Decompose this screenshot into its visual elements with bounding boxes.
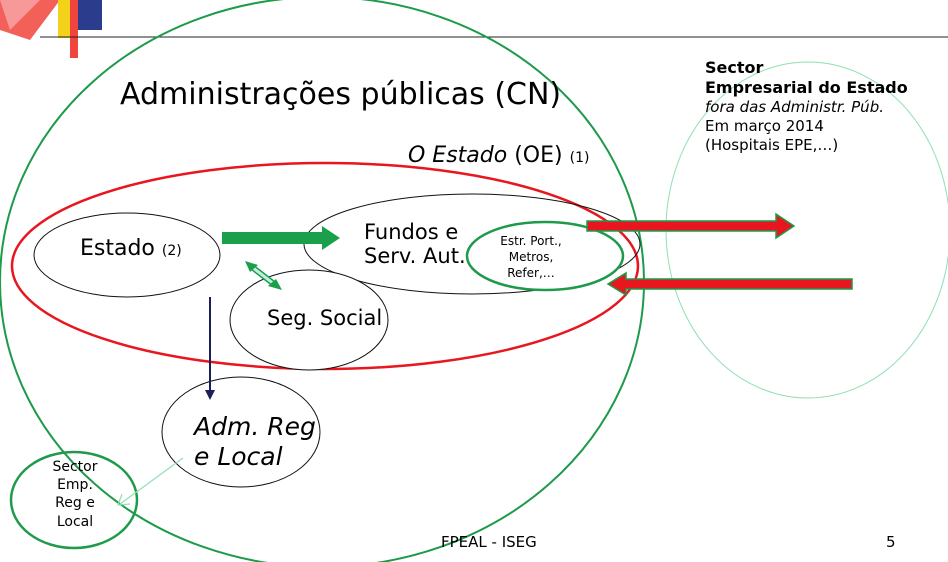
arrow-estado-adm-reg	[205, 297, 215, 400]
fundos-line1: Fundos e	[364, 220, 459, 244]
sector-emp-reg-line2: Emp.	[57, 477, 93, 494]
sector-empresarial-label: Sector Empresarial do Estado fora das Ad…	[705, 58, 908, 154]
arrow-estado-fundos	[222, 226, 340, 250]
estr-port-ellipse	[465, 220, 625, 292]
see-line4: Em março 2014	[705, 116, 824, 135]
estr-port-label: Estr. Port., Metros, Refer,…	[474, 233, 588, 282]
corner-logo-icon	[0, 0, 948, 58]
estado-oe-italic: O Estado	[408, 143, 508, 168]
adm-reg-ellipse	[161, 376, 321, 488]
estr-line3: Refer,…	[507, 266, 555, 281]
see-line2: Empresarial do Estado	[705, 78, 908, 97]
seg-social-ellipse	[229, 269, 389, 371]
estado-oe-plain: (OE)	[507, 143, 563, 168]
estado-oe-label: O Estado (OE) (1)	[408, 143, 589, 168]
page-number: 5	[886, 533, 896, 551]
footer-text: FPEAL - ISEG	[441, 533, 537, 551]
estado-ellipse	[33, 212, 221, 298]
estr-line2: Metros,	[508, 250, 554, 265]
sector-emp-reg-ellipse	[9, 450, 139, 550]
adm-reg-line2: e Local	[194, 442, 283, 471]
fundos-label: Fundos e Serv. Aut.	[364, 220, 466, 268]
page-title: Administrações públicas (CN)	[120, 77, 562, 112]
estado-oe-note: (1)	[569, 150, 590, 166]
adm-reg-label: Adm. Reg e Local	[194, 412, 316, 472]
adm-reg-line1: Adm. Reg	[194, 412, 316, 441]
fundos-line2: Serv. Aut.	[364, 244, 466, 269]
sector-emp-reg-label: Sector Emp. Reg e Local	[40, 458, 110, 531]
estado-text: Estado	[80, 236, 155, 261]
arrow-adm-reg-sector-emp	[117, 457, 184, 506]
sector-emp-reg-line1: Sector	[52, 459, 98, 475]
seg-social-label: Seg. Social	[267, 306, 383, 330]
see-line1: Sector	[705, 58, 764, 77]
estr-line1: Estr. Port.,	[500, 234, 562, 248]
estado-label: Estado (2)	[80, 236, 182, 261]
arrow-to-sector-empresarial	[586, 212, 796, 240]
see-line3: fora das Administr. Púb.	[705, 98, 884, 116]
arrow-from-sector-empresarial	[606, 271, 853, 297]
estado-note: (2)	[161, 243, 182, 259]
arrow-estado-seg-social	[245, 261, 282, 290]
sector-emp-reg-line4: Local	[56, 513, 94, 530]
sector-emp-reg-line3: Reg e	[55, 495, 95, 512]
see-line5: (Hospitais EPE,…)	[705, 135, 839, 154]
